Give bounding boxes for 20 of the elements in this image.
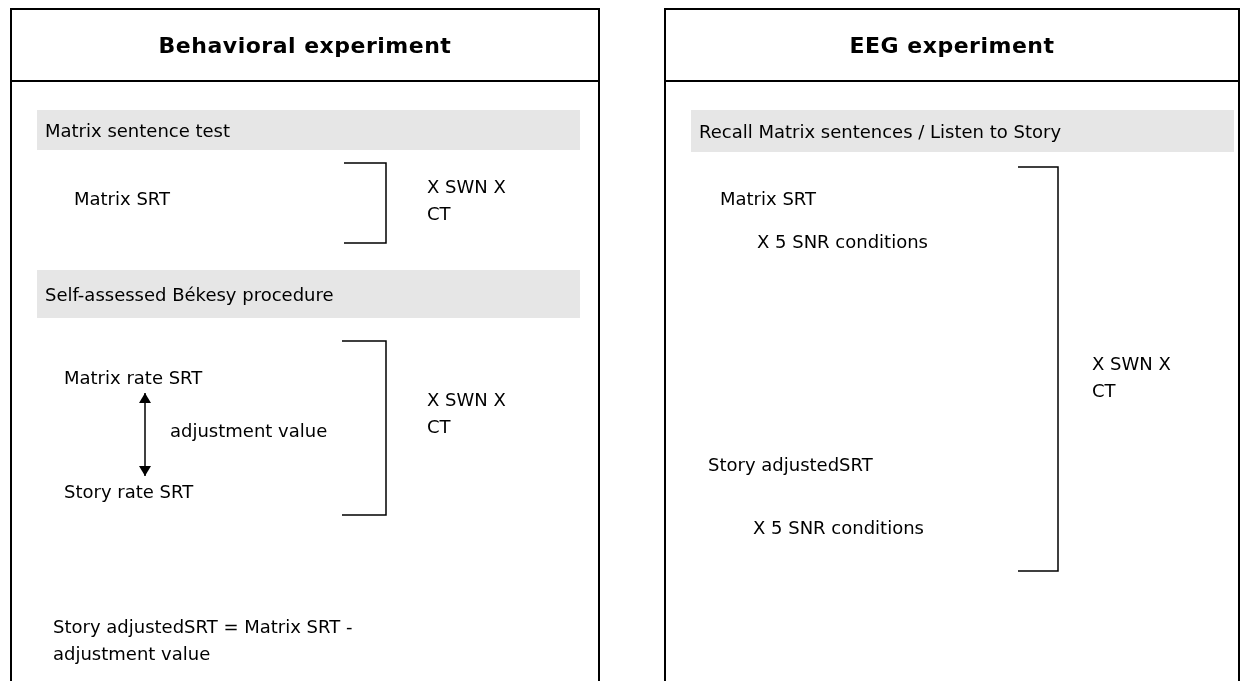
panel: [664, 8, 1240, 681]
label-text: X 5 SNR conditions: [757, 230, 928, 254]
panel-heading: Behavioral experiment: [12, 10, 598, 82]
label-text: X 5 SNR conditions: [753, 516, 924, 540]
section-band: Recall Matrix sentences / Listen to Story: [691, 110, 1234, 152]
section-band: Self-assessed Békesy procedure: [37, 270, 580, 318]
double-arrow: [139, 392, 151, 477]
label-text: X SWN X CT: [427, 175, 507, 226]
edge-label: adjustment value: [170, 419, 328, 443]
label-text: X SWN X CT: [1092, 352, 1172, 403]
node-text: Matrix rate SRT: [64, 364, 203, 391]
label-text: Matrix SRT: [74, 187, 170, 211]
label-text: Matrix SRT: [720, 187, 816, 211]
panel: [10, 8, 600, 681]
panel-heading: EEG experiment: [666, 10, 1238, 82]
node-text: Story rate SRT: [64, 478, 194, 505]
section-band: Matrix sentence test: [37, 110, 580, 150]
label-text: Story adjustedSRT: [708, 453, 873, 477]
label-text: X SWN X CT: [427, 388, 507, 439]
label-text: Story adjustedSRT = Matrix SRT - adjustment value: [53, 615, 354, 666]
